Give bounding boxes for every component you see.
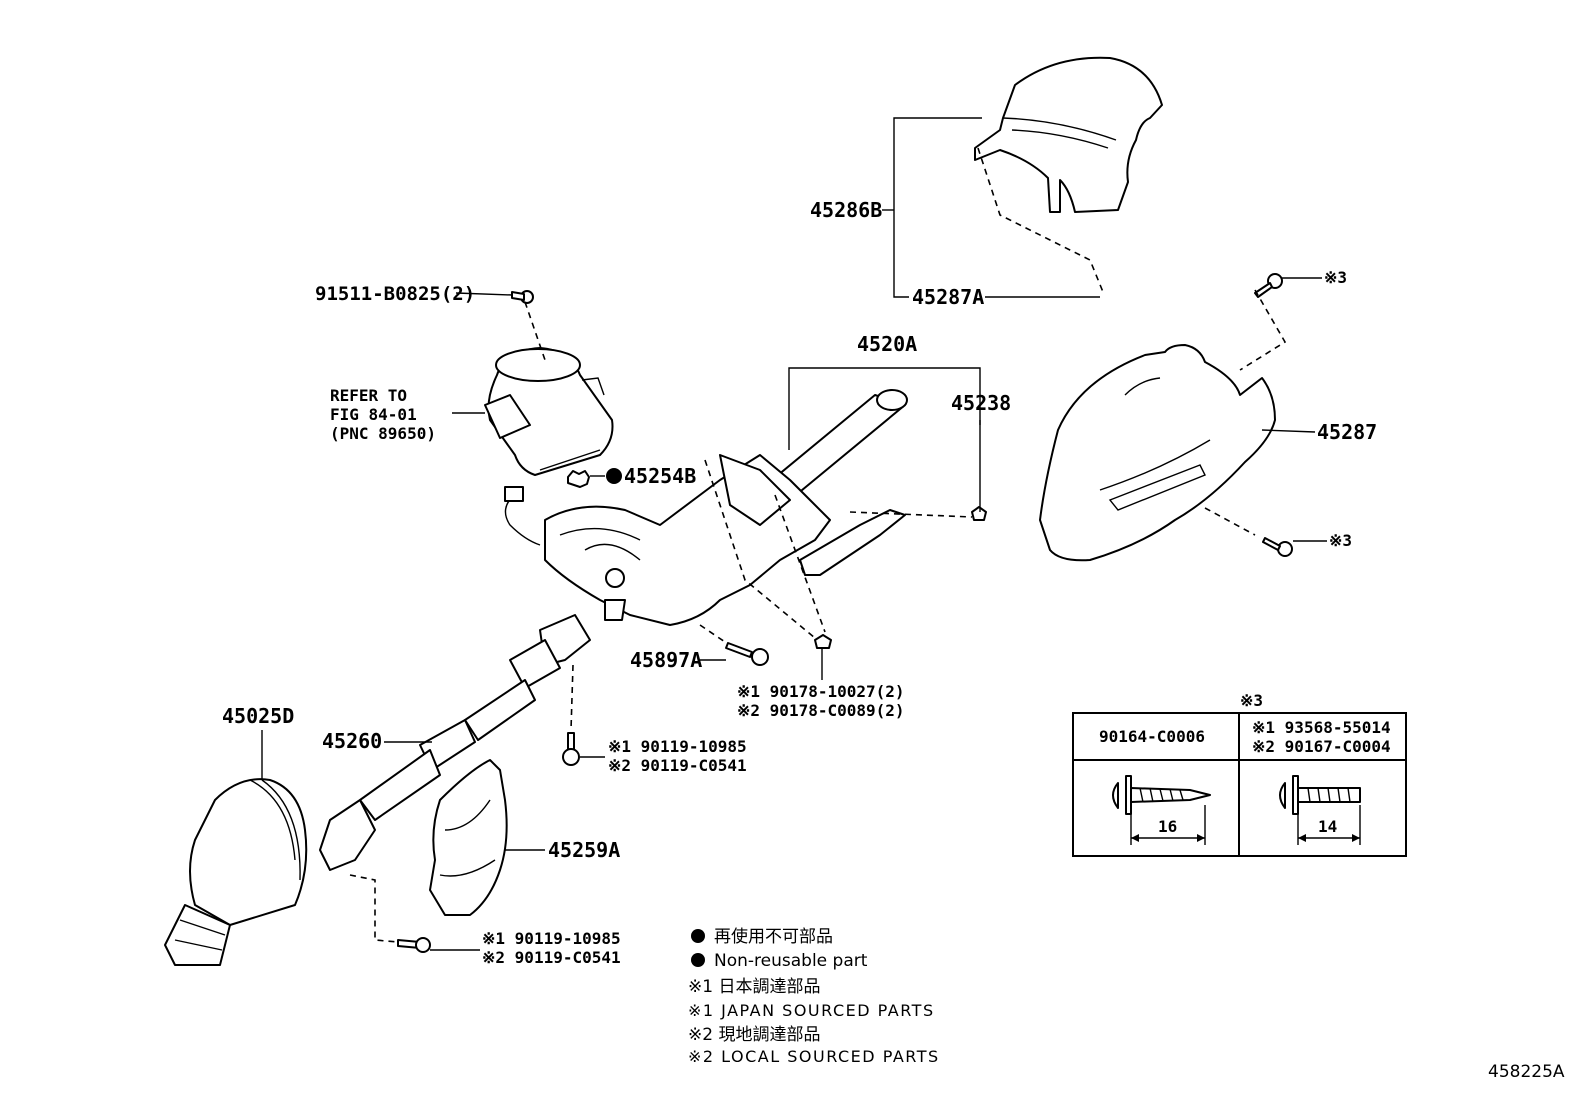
steering-boot-45025d	[164, 778, 308, 966]
legend-bullet-icon-en	[691, 953, 705, 967]
label-45287a: 45287A	[912, 285, 984, 309]
label-91511-b0825: 91511-B0825(2)	[315, 283, 475, 305]
table-col1-dimension: 16	[1158, 817, 1177, 836]
legend-nonreusable-jp: 再使用不可部品	[714, 926, 833, 947]
leader-lines	[261, 117, 1327, 951]
label-45260: 45260	[322, 729, 382, 753]
label-45259a: 45259A	[548, 838, 620, 862]
label-90178-japan: ※1 90178-10027(2)	[737, 682, 905, 701]
label-45254b: 45254B	[624, 464, 696, 488]
label-ref3-top: ※3	[1324, 268, 1347, 287]
intermediate-shaft	[319, 614, 591, 871]
bolt-91511	[511, 290, 534, 304]
label-45287: 45287	[1317, 420, 1377, 444]
column-hole-cover	[429, 759, 508, 916]
screw-reference-table: ※3 90164-C0006 ※1 93568-55014 ※2 90167-C…	[1072, 691, 1407, 857]
tapping-screw-icon	[1112, 775, 1211, 815]
label-45025d: 45025D	[222, 704, 294, 728]
table-col2-header-local: ※2 90167-C0004	[1252, 737, 1391, 756]
legend-local-en: ※2 LOCAL SOURCED PARTS	[688, 1047, 940, 1066]
label-45897a: 45897A	[630, 648, 702, 672]
label-refer-to: REFER TO	[330, 386, 407, 405]
table-col1-header: 90164-C0006	[1099, 727, 1205, 746]
label-90119-upper-japan: ※1 90119-10985	[608, 737, 747, 756]
legend-japan-en: ※1 JAPAN SOURCED PARTS	[688, 1001, 935, 1020]
cover-screw-bottom	[1262, 537, 1293, 557]
label-refer-fig: FIG 84-01	[330, 405, 417, 424]
legend-nonreusable-en: Non-reusable part	[714, 951, 868, 971]
label-90119-upper-local: ※2 90119-C0541	[608, 756, 747, 775]
label-90119-lower-japan: ※1 90119-10985	[482, 929, 621, 948]
legend: 再使用不可部品 Non-reusable part ※1 日本調達部品 ※1 J…	[688, 926, 940, 1066]
label-90119-lower-local: ※2 90119-C0541	[482, 948, 621, 967]
label-45286b: 45286B	[810, 198, 882, 222]
upper-column-cover	[974, 56, 1163, 213]
clip-45238	[971, 506, 987, 521]
bolt-90119-upper	[562, 732, 580, 766]
power-steering-motor	[484, 347, 614, 476]
figure-code: 458225A	[1488, 1062, 1565, 1082]
cover-screw-top	[1254, 273, 1283, 298]
legend-local-jp: ※2 現地調達部品	[688, 1025, 820, 1045]
bolt-45897a	[725, 642, 769, 666]
table-col2-dimension: 14	[1318, 817, 1337, 836]
bolt-90119-lower	[397, 937, 431, 953]
label-refer-pnc: (PNC 89650)	[330, 424, 436, 443]
non-reusable-bullet-icon	[606, 468, 622, 484]
steering-column-assembly	[504, 389, 908, 626]
table-col2-header-japan: ※1 93568-55014	[1252, 718, 1391, 737]
table-title: ※3	[1240, 691, 1263, 710]
label-45238: 45238	[951, 391, 1011, 415]
label-4520a: 4520A	[857, 332, 917, 356]
legend-bullet-icon-jp	[691, 929, 705, 943]
assembly-dashed-lines	[349, 147, 1287, 943]
lower-column-cover	[1039, 344, 1276, 562]
label-90178-local: ※2 90178-C0089(2)	[737, 701, 905, 720]
nut-90178	[814, 634, 832, 649]
legend-japan-jp: ※1 日本調達部品	[688, 977, 820, 997]
label-ref3-bottom: ※3	[1329, 531, 1352, 550]
washer-45254b	[567, 470, 590, 488]
machine-screw-icon	[1279, 775, 1361, 815]
